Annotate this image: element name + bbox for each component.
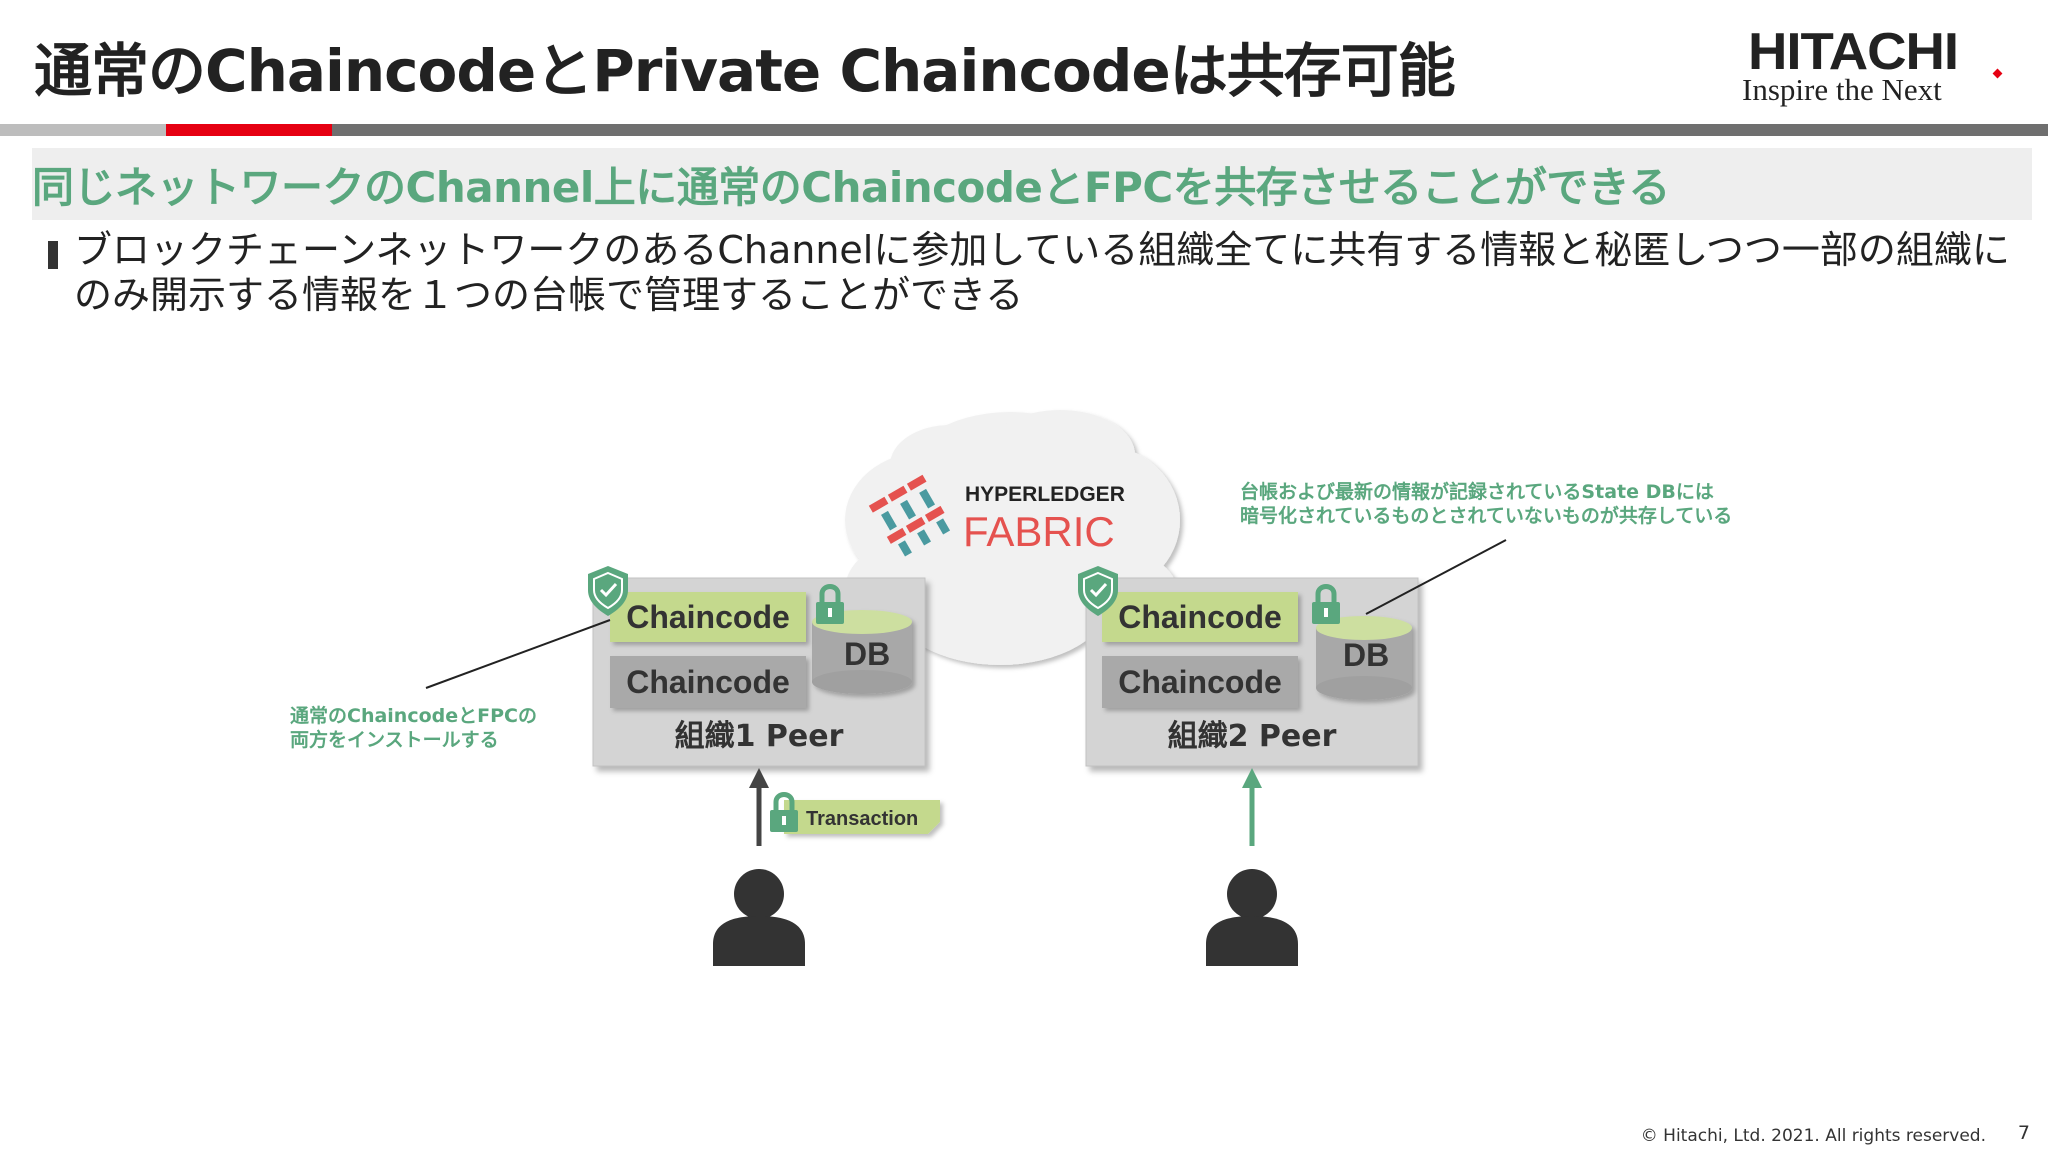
normal-chaincode-box <box>1102 656 1298 708</box>
private-chaincode-label: Chaincode <box>626 599 790 635</box>
callout-line-left <box>425 619 611 689</box>
user-icon <box>713 869 805 966</box>
transaction-label: Transaction <box>806 808 918 830</box>
callout-line-right <box>1365 539 1507 615</box>
lock-icon <box>816 584 844 624</box>
shield-icon <box>1078 566 1118 616</box>
bullet-marker <box>48 241 58 269</box>
peer-label: 組織2 Peer <box>1168 719 1337 754</box>
note-right-line2: 暗号化されているものとされていないものが共存している <box>1240 505 1733 527</box>
copyright: © Hitachi, Ltd. 2021. All rights reserve… <box>1640 1126 1986 1146</box>
header-rule-light-segment <box>0 124 166 136</box>
user-icon <box>1206 869 1298 966</box>
hitachi-logo: HITACHI <box>1748 23 1959 81</box>
bullet-text: ブロックチェーンネットワークのあるChannelに参加している組織全てに共有する… <box>74 228 2010 317</box>
note-left-line2: 両方をインストールする <box>290 729 499 751</box>
private-chaincode-box <box>1102 592 1298 642</box>
normal-chaincode-label: Chaincode <box>1118 664 1282 700</box>
arrow-up-icon <box>749 768 769 846</box>
network-cloud <box>845 410 1180 665</box>
page-number: 7 <box>2017 1122 2030 1144</box>
note-right: 台帳および最新の情報が記録されているState DBには 暗号化されているものと… <box>1240 480 1732 528</box>
note-left-line1: 通常のChaincodeとFPCの <box>290 705 537 727</box>
fabric-logo-line2: FABRIC <box>963 508 1115 555</box>
note-left: 通常のChaincodeとFPCの 両方をインストールする <box>290 704 537 752</box>
peer-org1: DB Chaincode Chaincode 組織1 Peer <box>588 566 926 767</box>
page-title: 通常のChaincodeとPrivate Chaincodeは共存可能 <box>34 37 1456 105</box>
shield-icon <box>588 566 628 616</box>
logo-tagline: Inspire the Next <box>1742 72 1942 107</box>
db-cylinder <box>1316 616 1412 700</box>
peer-label: 組織1 Peer <box>675 719 844 754</box>
private-chaincode-box <box>610 592 806 642</box>
note-right-line1: 台帳および最新の情報が記録されているState DBには <box>1240 481 1714 503</box>
private-chaincode-label: Chaincode <box>1118 599 1282 635</box>
hyperledger-fabric-logo-icon <box>868 474 951 557</box>
subtitle-text: 同じネットワークのChannel上に通常のChaincodeとFPCを共存させる… <box>32 163 1670 212</box>
header-rule <box>0 124 2048 136</box>
db-label: DB <box>1343 637 1389 673</box>
normal-chaincode-box <box>610 656 806 708</box>
subtitle-band <box>32 148 2032 220</box>
transaction-tag <box>784 800 940 834</box>
fabric-logo-line1: HYPERLEDGER <box>965 483 1125 506</box>
arrow-up-icon <box>1242 768 1262 846</box>
header-rule-red-segment <box>166 124 332 136</box>
lock-icon <box>1312 584 1340 624</box>
db-label: DB <box>844 636 890 672</box>
peer-org2: DB Chaincode Chaincode 組織2 Peer <box>1078 566 1419 767</box>
normal-chaincode-label: Chaincode <box>626 664 790 700</box>
lock-icon <box>770 792 798 832</box>
